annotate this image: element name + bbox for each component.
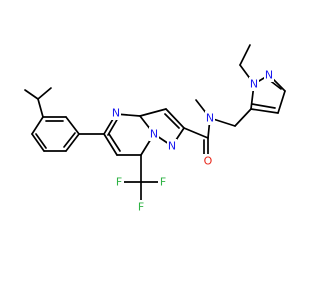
atom-label-bg: [249, 77, 259, 91]
atom-label-bg: [114, 175, 124, 189]
bond: [108, 133, 121, 152]
bond-layer: [24, 44, 286, 201]
bond: [65, 116, 80, 135]
atom-label: F: [138, 201, 144, 214]
atom-label: F: [160, 176, 166, 189]
atom-label: F: [116, 176, 122, 189]
atom-label-layer: N N N N N N O F F F: [111, 68, 274, 214]
atom-label-bg: [111, 106, 121, 120]
bond: [24, 89, 39, 100]
bond: [31, 133, 45, 152]
atom-label-bg: [203, 154, 213, 168]
bond: [63, 132, 76, 148]
bond: [31, 116, 44, 135]
atom-label: N: [250, 78, 258, 91]
bond: [183, 127, 209, 139]
bond: [37, 98, 44, 118]
bond: [277, 90, 286, 114]
atom-label-bg: [136, 200, 146, 214]
bond: [239, 44, 251, 66]
bond: [164, 113, 180, 129]
bond: [251, 103, 276, 109]
bond: [107, 117, 119, 136]
atom-label: N: [150, 128, 158, 141]
bond: [250, 108, 279, 114]
molecule-structure: N N N N N N O F F F: [24, 44, 286, 214]
atom-label: N: [168, 140, 176, 153]
atom-label-bg: [167, 139, 177, 153]
bond: [165, 108, 185, 129]
bond: [65, 133, 80, 152]
bond: [35, 133, 47, 149]
atom-label-bg: [158, 175, 168, 189]
bond: [103, 133, 118, 156]
atom-label-bg: [205, 111, 215, 125]
bond: [234, 108, 252, 127]
bond: [37, 87, 52, 100]
atom-label: N: [265, 69, 273, 82]
atom-label-bg: [149, 127, 159, 141]
bond: [139, 108, 167, 117]
atom-label: N: [206, 112, 214, 125]
atom-label: N: [112, 107, 120, 120]
atom-label: O: [204, 155, 213, 168]
atom-label-bg: [264, 68, 274, 82]
